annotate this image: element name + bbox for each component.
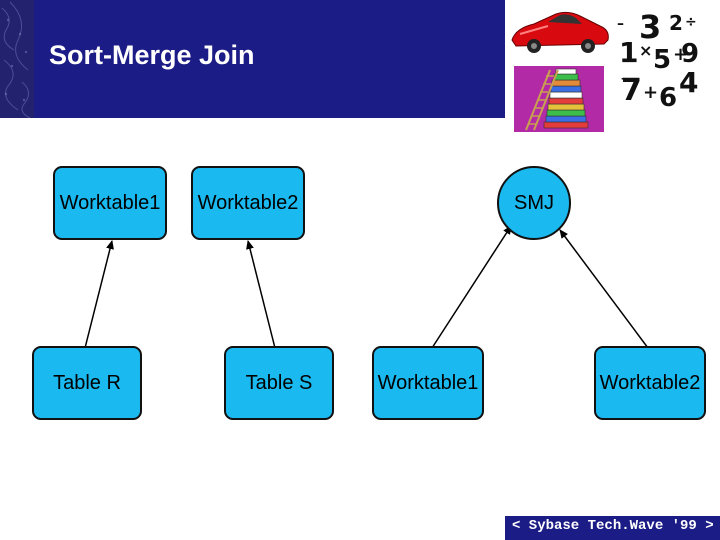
edge-table-s-to-worktable2 <box>246 240 276 349</box>
svg-text:2: 2 <box>669 11 683 35</box>
node-table-s: Table S <box>224 346 334 420</box>
node-label: Worktable1 <box>59 191 161 214</box>
edge-worktable1-to-smj <box>431 225 512 349</box>
node-worktable2-top: Worktable2 <box>191 166 305 240</box>
svg-text:4: 4 <box>679 66 698 99</box>
svg-text:9: 9 <box>681 39 699 69</box>
edge-table-r-to-worktable1 <box>84 240 114 349</box>
node-table-r: Table R <box>32 346 142 420</box>
stacked-books-icon <box>514 66 604 132</box>
node-label: SMJ <box>514 191 554 214</box>
red-sports-car-icon <box>508 6 612 56</box>
footer-bar <box>505 516 720 540</box>
slide-title: Sort-Merge Join <box>49 40 255 70</box>
node-label: Table S <box>245 371 313 394</box>
node-smj: SMJ <box>497 166 571 240</box>
math-numbers-icon: 3 2 ÷ 1 × 5 + 9 7 + 6 4 – – <box>615 6 705 113</box>
node-worktable2-bottom: Worktable2 <box>594 346 706 420</box>
footer-text: < Sybase Tech.Wave '99 > <box>512 518 714 534</box>
node-label: Table R <box>53 371 121 394</box>
node-label: Worktable2 <box>197 191 299 214</box>
svg-text:×: × <box>639 41 652 60</box>
svg-text:1: 1 <box>619 36 638 69</box>
svg-text:–: – <box>617 16 624 32</box>
svg-text:÷: ÷ <box>685 14 697 30</box>
node-label: Worktable1 <box>377 371 479 394</box>
edge-worktable2-to-smj <box>559 229 649 349</box>
node-worktable1-bottom: Worktable1 <box>372 346 484 420</box>
svg-text:5: 5 <box>653 45 671 75</box>
node-label: Worktable2 <box>599 371 701 394</box>
svg-text:3: 3 <box>639 8 661 46</box>
svg-text:+: + <box>643 82 658 103</box>
slide-header-band: Sort-Merge Join <box>0 0 720 118</box>
svg-text:+: + <box>673 44 688 65</box>
svg-text:7: 7 <box>621 73 642 108</box>
header-decorative-pattern <box>0 0 34 118</box>
node-worktable1-top: Worktable1 <box>53 166 167 240</box>
svg-text:6: 6 <box>659 83 677 110</box>
svg-text:–: – <box>621 71 627 85</box>
